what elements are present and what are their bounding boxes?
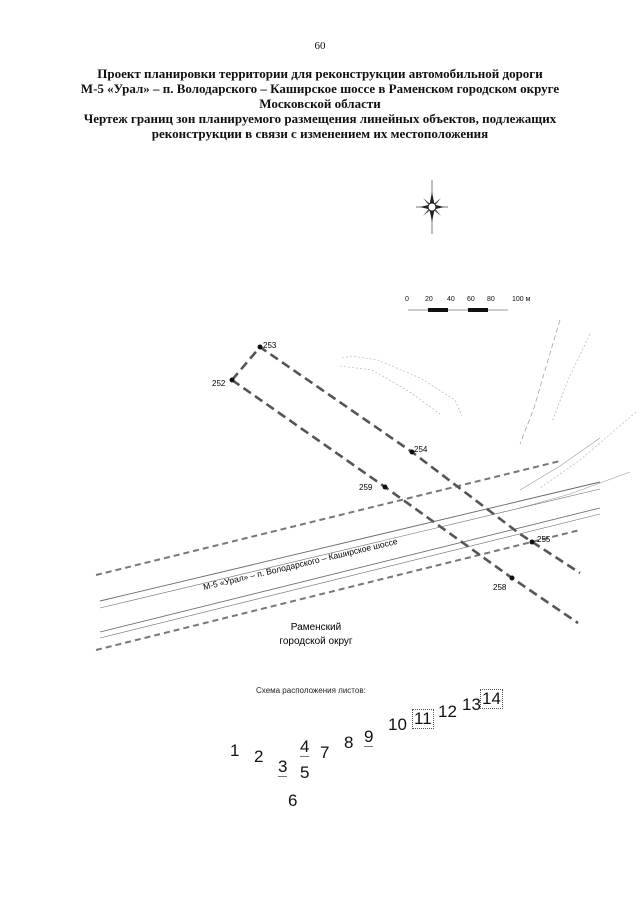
title-line-5: реконструкции в связи с изменением их ме… [151,126,489,141]
title-line-2: М-5 «Урал» – п. Володарского – Каширское… [80,81,560,96]
compass-rose-icon [412,178,452,236]
scale-label-100: 100 м [512,296,531,303]
scale-label-40: 40 [447,296,455,303]
title-line-4: Чертеж границ зон планируемого размещени… [83,111,557,126]
district-label-line-2: городской округ [279,636,353,647]
sheet-number-5: 5 [300,763,310,782]
sheet-number-11: 11 [412,709,434,729]
map-drawing: 253 252 254 259 255 258 М-5 «Урал» – п. … [0,319,640,680]
sheet-scheme-caption: Схема расположения листов: [256,686,366,695]
sheet-number-7: 7 [320,743,330,762]
sheet-number-3: 3 [278,757,288,777]
sheet-number-2: 2 [254,747,264,766]
point-label-252: 252 [212,379,226,388]
sheet-number-6: 6 [288,791,298,810]
scale-label-20: 20 [425,296,433,303]
point-label-254: 254 [414,445,428,454]
sheet-number-14: 14 [480,689,503,709]
sheet-number-1: 1 [230,741,240,760]
sheet-number-10: 10 [388,715,407,734]
sheet-number-9: 9 [364,727,374,747]
sheet-number-8: 8 [344,733,354,752]
point-label-258: 258 [493,583,507,592]
scale-bar: 0 20 40 60 80 100 м [400,296,560,320]
sheet-number-13: 13 [462,695,481,714]
point-label-255: 255 [537,535,551,544]
district-label-line-1: Раменский [291,622,341,633]
sheet-number-12: 12 [438,702,457,721]
document-title: Проект планировки территории для реконст… [60,66,580,141]
page-number: 60 [314,40,326,52]
sheet-number-4: 4 [300,737,310,757]
road-name-label: М-5 «Урал» – п. Володарского – Каширское… [202,536,399,592]
point-label-253: 253 [263,341,277,350]
title-line-3: Московской области [259,96,381,111]
point-label-259: 259 [359,483,373,492]
scale-label-80: 80 [487,296,495,303]
scale-label-0: 0 [405,296,409,303]
scale-label-60: 60 [467,296,475,303]
title-line-1: Проект планировки территории для реконст… [97,66,543,81]
